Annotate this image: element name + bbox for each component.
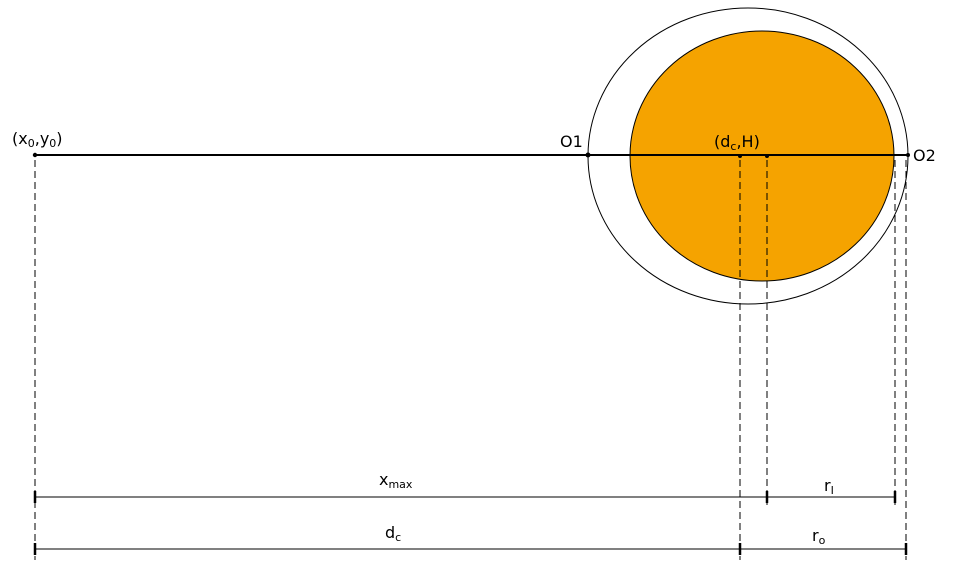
o2-label: O2 [913,146,936,165]
o1-point [585,152,591,158]
ro-label: ro [812,526,826,547]
dc-label: dc [385,523,401,544]
inner-center-point [765,154,769,158]
xmax-label: xmax [379,470,413,491]
ri-label: rI [824,476,834,497]
origin-label: (x0,y0) [12,129,63,150]
origin-point [32,152,38,158]
o2-point [906,153,910,157]
o1-label: O1 [560,132,583,151]
center-point [738,154,742,158]
center-label: (dc,H) [714,132,760,153]
